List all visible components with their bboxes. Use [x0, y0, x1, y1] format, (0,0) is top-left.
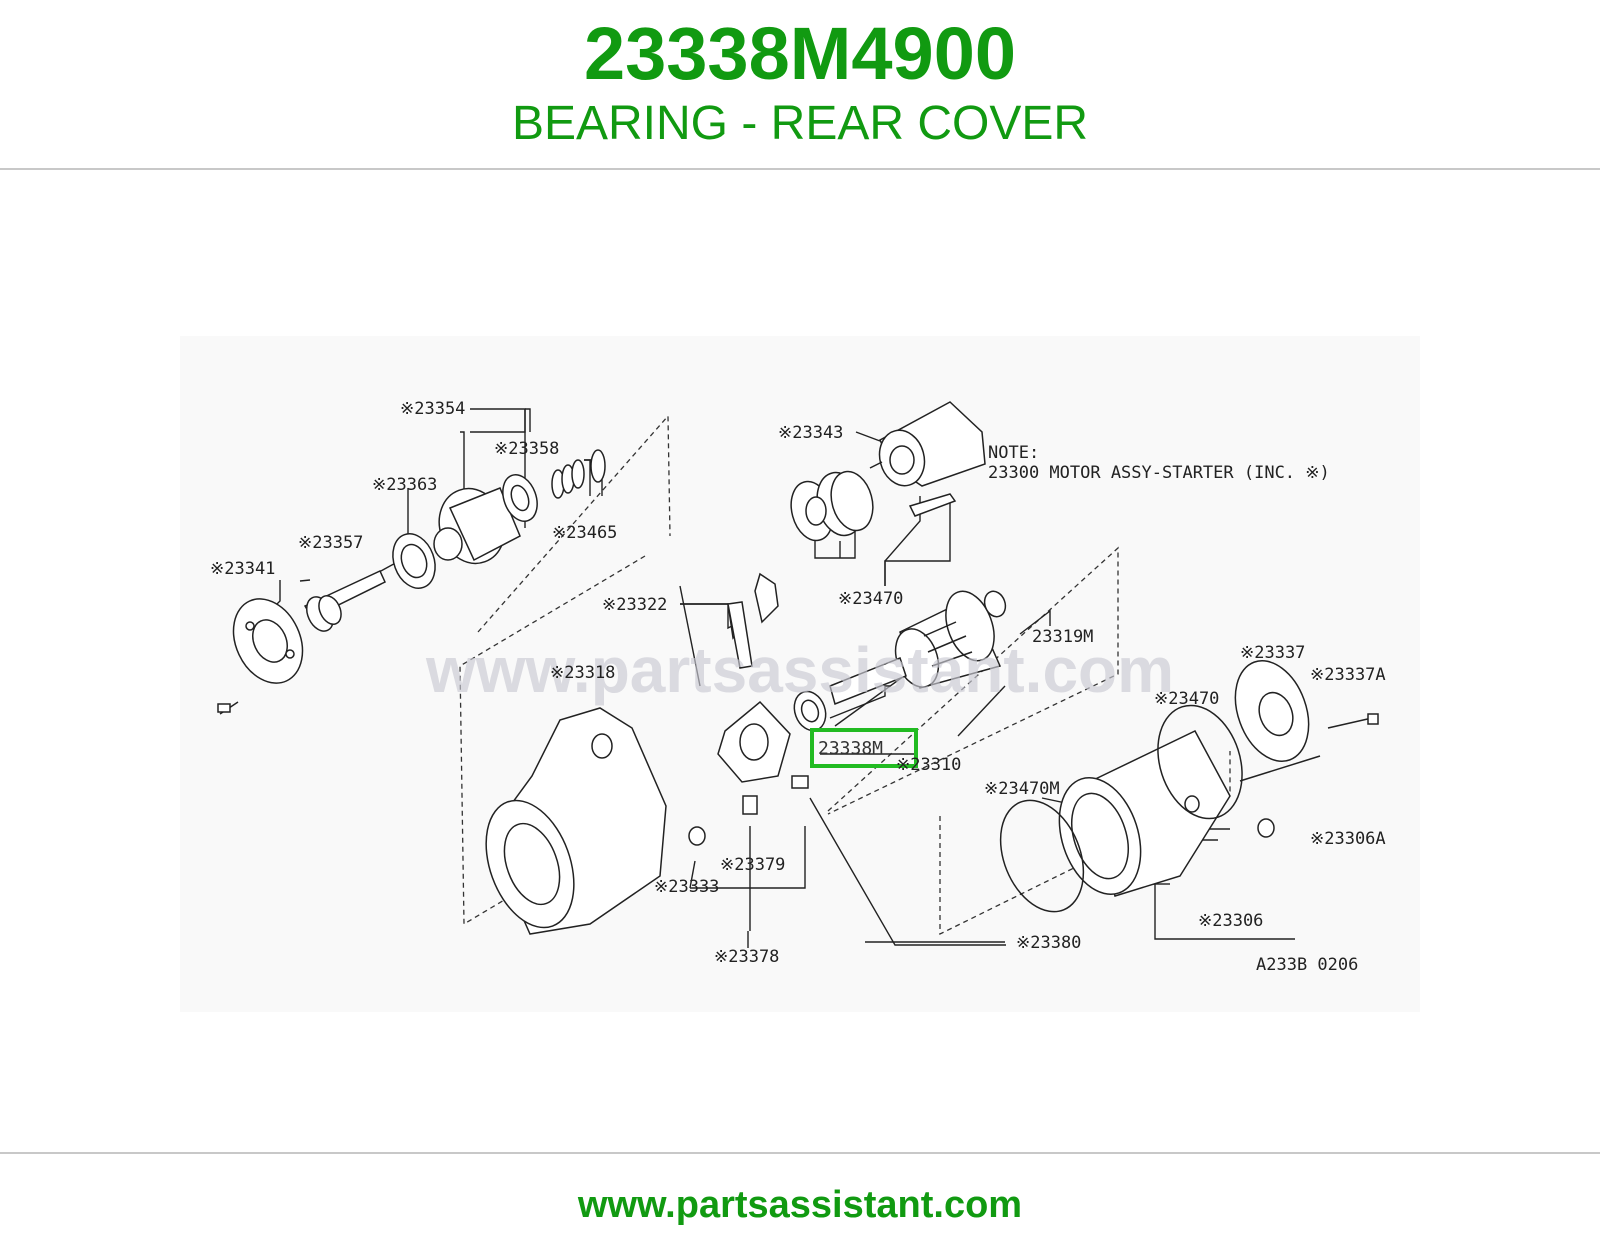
callout-23318[interactable]: ※23318	[550, 663, 615, 683]
part-name-subtitle: BEARING - REAR COVER	[511, 97, 1089, 150]
bolt-part	[1257, 818, 1275, 838]
callout-23322[interactable]: ※23322	[602, 595, 667, 615]
footer-divider	[0, 1152, 1600, 1154]
callout-23357[interactable]: ※23357	[298, 533, 363, 553]
callout-23343[interactable]: ※23343	[778, 423, 843, 443]
part-number-title: 23338M4900	[583, 12, 1017, 95]
diagram-background	[180, 336, 1420, 1012]
callout-23354[interactable]: ※23354	[400, 399, 465, 419]
callout-23378[interactable]: ※23378	[714, 947, 779, 967]
callout-23310[interactable]: ※23310	[896, 755, 961, 775]
return-spring-part	[754, 572, 779, 624]
callout-23465[interactable]: ※23465	[552, 523, 617, 543]
callout-23363[interactable]: ※23363	[372, 475, 437, 495]
callout-23380[interactable]: ※23380	[1016, 933, 1081, 953]
callout-23319m[interactable]: 23319M	[1032, 627, 1093, 647]
callout-23337[interactable]: ※23337	[1240, 643, 1305, 663]
nut-part	[688, 826, 706, 846]
o-ring-part	[999, 799, 1085, 913]
watermark-text: www.partsassistant.com	[425, 634, 1174, 706]
callout-23306[interactable]: ※23306	[1198, 911, 1263, 931]
callout-23341[interactable]: ※23341	[210, 559, 275, 579]
note-title: NOTE:	[988, 443, 1039, 463]
callout-23470m[interactable]: ※23470M	[984, 779, 1060, 799]
header-divider	[0, 168, 1600, 170]
highlighted-part-label[interactable]: 23338M	[818, 738, 883, 759]
figure-code: A233B 0206	[1256, 955, 1358, 975]
diagram-svg: www.partsassistant.com ※23354 ※23358 ※23…	[180, 336, 1420, 1012]
exploded-parts-diagram: www.partsassistant.com ※23354 ※23358 ※23…	[180, 336, 1420, 1012]
callout-labels: ※23354 ※23358 ※23363 ※23465 ※23357 ※2334…	[210, 399, 1386, 975]
callout-23333[interactable]: ※23333	[654, 877, 719, 897]
part-illustrations	[217, 401, 1379, 935]
page-header: 23338M4900 BEARING - REAR COVER	[0, 0, 1600, 168]
callout-23306a[interactable]: ※23306A	[1310, 829, 1386, 849]
footer-website-link[interactable]: www.partsassistant.com	[577, 1184, 1023, 1226]
highlight-box	[810, 728, 918, 768]
callout-23470-b[interactable]: ※23470	[1154, 689, 1219, 709]
note-text: 23300 MOTOR ASSY-STARTER (INC. ※)	[988, 463, 1330, 483]
callout-23337a[interactable]: ※23337A	[1310, 665, 1386, 685]
callout-23358[interactable]: ※23358	[494, 439, 559, 459]
callout-23379[interactable]: ※23379	[720, 855, 785, 875]
callout-23470-a[interactable]: ※23470	[838, 589, 903, 609]
